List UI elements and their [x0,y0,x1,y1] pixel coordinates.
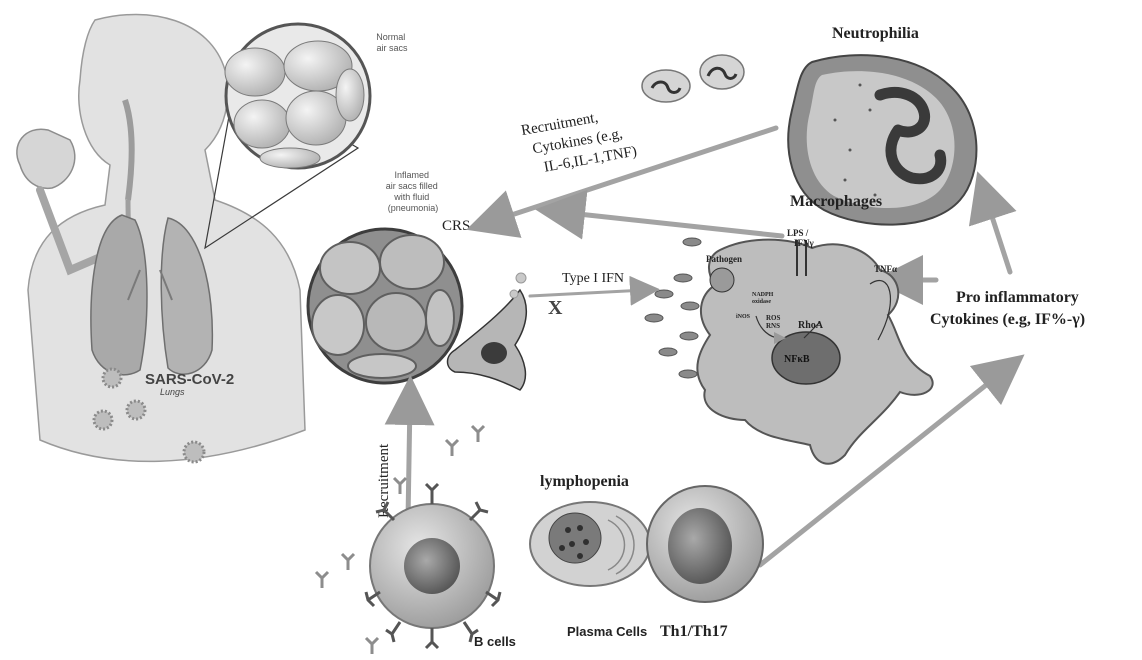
pro-inflammatory-label: Pro inflammatory Cytokines (e.g, IF%-γ) [930,289,1085,328]
lymphopenia-label: lymphopenia [540,473,629,490]
th-cell [647,486,763,602]
block-symbol: X [548,297,563,319]
inflamed-sac-cell [348,354,416,378]
ros-rns-label: ROS RNS [766,314,782,330]
antibody-icon [446,440,458,456]
crs-label: CRS [442,218,470,234]
virus-icon [516,273,526,283]
inflamed-air-sacs-circle [308,229,462,383]
inos-label: iNOS [736,314,751,320]
arrow-macrophage-to-crs [560,212,782,236]
antibody-icon [486,592,500,606]
nfkb-label: NFκB [784,354,810,365]
arrow-cytokines-to-neutrophilia [985,195,1010,272]
antibody-icon [426,628,438,648]
inflamed-sac-cell [366,293,426,351]
antibody-icon [470,502,488,520]
small-neutrophils [642,55,744,102]
plasma-cell [530,502,650,586]
b-cell [366,484,500,648]
inflamed-air-sacs-label: Inflamed air sacs filled with fluid (pne… [386,170,441,213]
virus-icon [184,442,204,462]
virus-icon [103,369,121,387]
neutrophilia-label: Neutrophilia [832,25,919,42]
macrophage-cell [697,240,932,464]
rhoa-label: RhoA [798,320,824,331]
small-neutrophil-cell [700,55,744,89]
type1-ifn-label: Type I IFN [562,271,624,286]
virus-icon [94,411,112,429]
antibody-icon [472,426,484,442]
ifn-gamma-label: IFNγ [794,238,814,248]
inflamed-sac-cell [312,295,364,355]
antibody-icon [386,622,400,642]
arrow-recruitment-up [408,400,410,520]
plasma-cells-label: Plasma Cells [567,624,647,639]
antibody-icon [342,554,354,570]
air-sac-cell [225,48,285,96]
tnf-alpha-label: TNFα [874,264,897,274]
b-cells-label: B cells [474,634,516,649]
pathogen-particles [645,238,701,378]
lps-label: LPS / [787,228,809,238]
virus-icon [510,290,518,298]
air-sac-cell [260,148,320,168]
air-sac-cell [336,69,364,121]
sars-cov-2-label: SARS-CoV-2 [145,371,234,388]
lungs-label: Lungs [160,387,185,397]
pathogen-label: Pathogen [706,254,742,264]
antibody-icon [394,478,406,494]
pathogen-vacuole [710,268,734,292]
antibody-icon [426,484,438,504]
virus-icon [127,401,145,419]
inflamed-sac-cell [380,235,444,289]
inflamed-sac-cell [426,290,454,346]
air-sac-cell [234,100,290,148]
recruitment-cytokines-label: Recruitment, Cytokines (e.g, IL-6,IL-1,T… [520,104,638,178]
normal-air-sacs-label: Normal air sacs [376,32,408,53]
arrow-type1-ifn [530,290,645,296]
antibody-icon [366,592,380,606]
macrophages-label: Macrophages [790,193,882,210]
th1-th17-label: Th1/Th17 [660,623,728,640]
inflamed-sac-cell [320,242,380,294]
antibody-icon [366,638,378,654]
antibody-icon [316,572,328,588]
